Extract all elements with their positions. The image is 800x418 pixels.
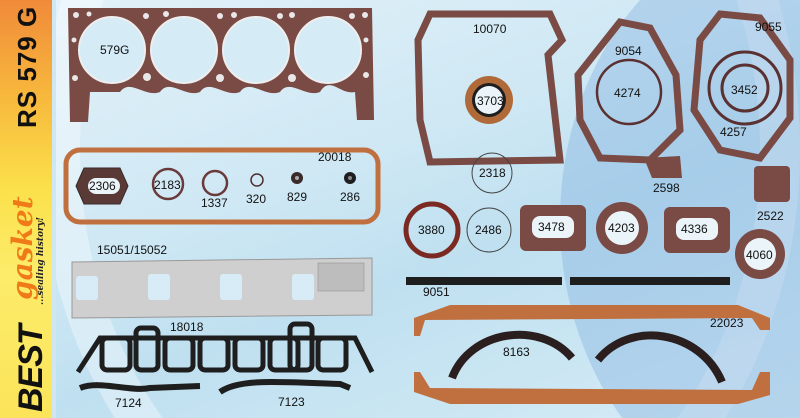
part-label: 4274 [614,86,641,100]
part-label: 4060 [746,248,773,262]
part-label: 4203 [608,221,635,235]
o-ring-4274 [595,58,663,126]
timing-cover-gasket-10070 [414,10,567,166]
end-seal-7124 [78,382,201,392]
bypass-gasket-2598 [644,156,682,178]
end-seal-7123 [218,378,352,395]
part-label: 3703 [477,94,504,108]
brand-banner [0,0,52,418]
fuel-pump-gasket-2522 [754,166,790,202]
exhaust-manifold-gasket [71,257,373,319]
part-label: 7123 [278,395,305,409]
part-label: 22023 [710,316,744,330]
part-label: 2183 [154,178,181,192]
water-pump-gasket-9055 [690,10,794,162]
part-label: 3478 [538,220,565,234]
rope-seal-9051-left [406,277,562,285]
valve-cover-gasket-20018 [63,147,381,225]
part-label: 2598 [653,181,680,195]
o-ring-2486 [466,207,512,253]
banner-edge [52,0,56,418]
part-label: 3880 [418,223,445,237]
part-label: 10070 [473,22,507,36]
o-ring-320 [250,173,264,187]
oil-pan-gasket-22023-top [414,305,770,336]
rope-seal-9051-right [570,277,730,285]
o-ring-4257 [707,50,783,126]
part-label: 9054 [615,44,642,58]
part-label: 8163 [503,345,530,359]
part-label: 2318 [479,166,506,180]
part-label: 9055 [755,20,782,34]
part-label: 829 [287,190,308,204]
part-label: 9051 [423,285,450,299]
part-label: 15051/15052 [97,243,168,257]
part-label: 20018 [318,150,352,164]
oil-pan-gasket-22023-bottom [414,372,770,404]
part-label: 1337 [201,196,228,210]
part-label: 4257 [720,125,747,139]
part-label: 4336 [681,222,708,236]
part-label: 579G [100,43,130,57]
part-label: 2522 [757,209,784,223]
intake-manifold-gasket-18018 [75,321,375,374]
part-label: 3452 [731,83,758,97]
part-label: 7124 [115,396,142,410]
rear-main-seal-3880 [403,201,461,259]
part-label: 320 [246,192,267,206]
o-ring-2183 [151,167,185,201]
oil-pan-end-seal-8163-b [594,331,726,384]
o-ring-1337 [201,169,229,197]
part-label: 18018 [170,320,204,334]
part-label: 2306 [89,179,116,193]
oil-pan-end-seal-8163-a [448,330,576,380]
part-label: 286 [340,190,361,204]
head-gasket-579g [68,8,374,122]
part-label: 2486 [475,223,502,237]
o-ring-3452 [720,63,770,113]
o-ring-2318 [471,152,513,194]
